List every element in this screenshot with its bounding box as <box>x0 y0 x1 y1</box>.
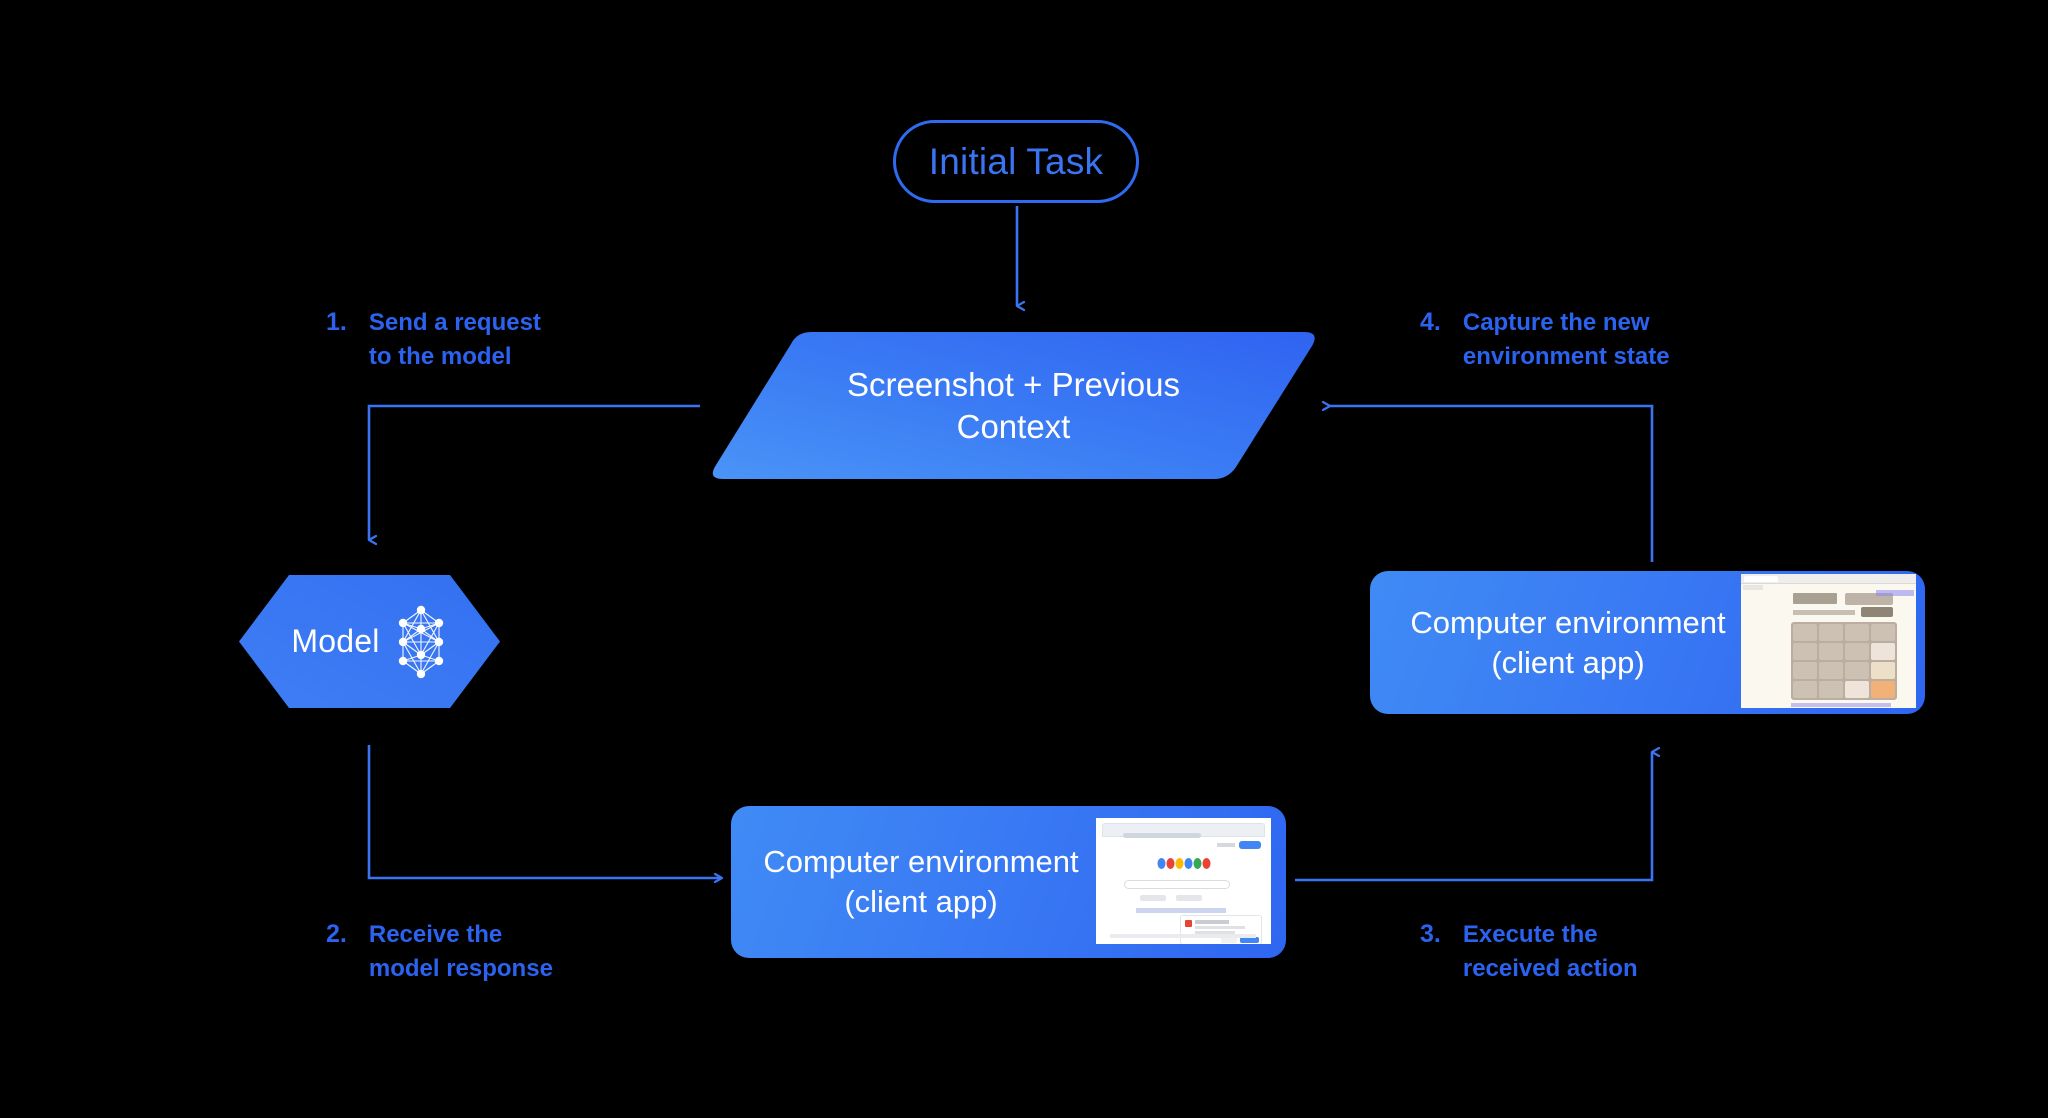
dialog-text-line <box>1195 931 1235 934</box>
dialog-primary-button <box>1240 937 1259 943</box>
dialog-icon <box>1185 920 1192 927</box>
game-cell <box>1871 624 1895 641</box>
step-label-3: 3. Execute the received action <box>1420 918 1638 986</box>
dialog-text-line <box>1195 926 1245 929</box>
game-cell <box>1793 643 1817 660</box>
step-1-number: 1. <box>326 308 347 336</box>
edge-env-right-to-context <box>1330 406 1654 562</box>
dialog-title <box>1195 920 1229 924</box>
game-cell-tile-4b <box>1845 681 1869 698</box>
game-cell <box>1819 624 1843 641</box>
header-links <box>1217 843 1235 847</box>
dialog-secondary-button <box>1221 937 1237 943</box>
step-1-text: Send a request to the model <box>368 309 541 371</box>
game-cell <box>1819 681 1843 698</box>
step-label-1: 1. Send a request to the model <box>326 306 541 374</box>
sign-in-dialog <box>1180 915 1262 944</box>
omnibox <box>1123 833 1201 838</box>
language-links <box>1136 908 1226 913</box>
sign-in-button <box>1239 841 1261 849</box>
game-subtitle <box>1793 610 1855 615</box>
step-4-text: Capture the new environment state <box>1462 309 1670 371</box>
game-cell-tile-2 <box>1871 643 1895 660</box>
step-3-text: Execute the received action <box>1462 921 1638 983</box>
game-cell-tile-8 <box>1871 681 1895 698</box>
hexagon-shape <box>239 575 500 708</box>
google-logo-icon <box>1157 858 1210 869</box>
browser-chrome <box>1102 823 1265 838</box>
edge-env-bottom-to-env-right <box>1295 752 1652 882</box>
game-cell <box>1845 643 1869 660</box>
game-cell <box>1819 662 1843 679</box>
google-buttons <box>1140 895 1202 901</box>
game-title-2048 <box>1793 593 1837 604</box>
page-footer <box>1110 934 1256 938</box>
new-game-button <box>1861 607 1893 617</box>
thumbnail-google-homepage[interactable] <box>1096 818 1271 944</box>
node-initial-task[interactable]: Initial Task <box>893 120 1139 203</box>
node-screenshot-context[interactable]: Screenshot + Previous Context <box>707 330 1320 481</box>
game-cell <box>1845 662 1869 679</box>
browser-tabstrip <box>1741 574 1916 584</box>
initial-task-label: Initial Task <box>928 140 1104 182</box>
game-cell-tile-4 <box>1871 662 1895 679</box>
step-2-text: Receive the model response <box>368 921 553 983</box>
game-cell <box>1793 624 1817 641</box>
step-4-number: 4. <box>1420 308 1441 336</box>
step-label-4: 4. Capture the new environment state <box>1420 306 1670 374</box>
game-board-grid <box>1791 622 1897 700</box>
game-cell <box>1793 681 1817 698</box>
edge-context-to-model <box>367 404 700 540</box>
game-footer-link <box>1791 703 1891 707</box>
browser-tab <box>1744 576 1778 582</box>
node-model[interactable]: Model <box>237 573 502 710</box>
step-2-number: 2. <box>326 920 347 948</box>
edge-model-to-env-bottom <box>367 745 722 878</box>
parallelogram-shape <box>712 332 1315 479</box>
step-label-2: 2. Receive the model response <box>326 918 553 986</box>
game-cell <box>1793 662 1817 679</box>
game-cell <box>1819 643 1843 660</box>
thumbnail-2048-game[interactable] <box>1741 574 1916 708</box>
game-score-boxes <box>1845 593 1893 605</box>
game-cell <box>1845 624 1869 641</box>
step-3-number: 3. <box>1420 920 1441 948</box>
google-search-box <box>1124 880 1230 889</box>
browser-url-bar <box>1743 585 1763 590</box>
game-header-links <box>1876 590 1914 596</box>
